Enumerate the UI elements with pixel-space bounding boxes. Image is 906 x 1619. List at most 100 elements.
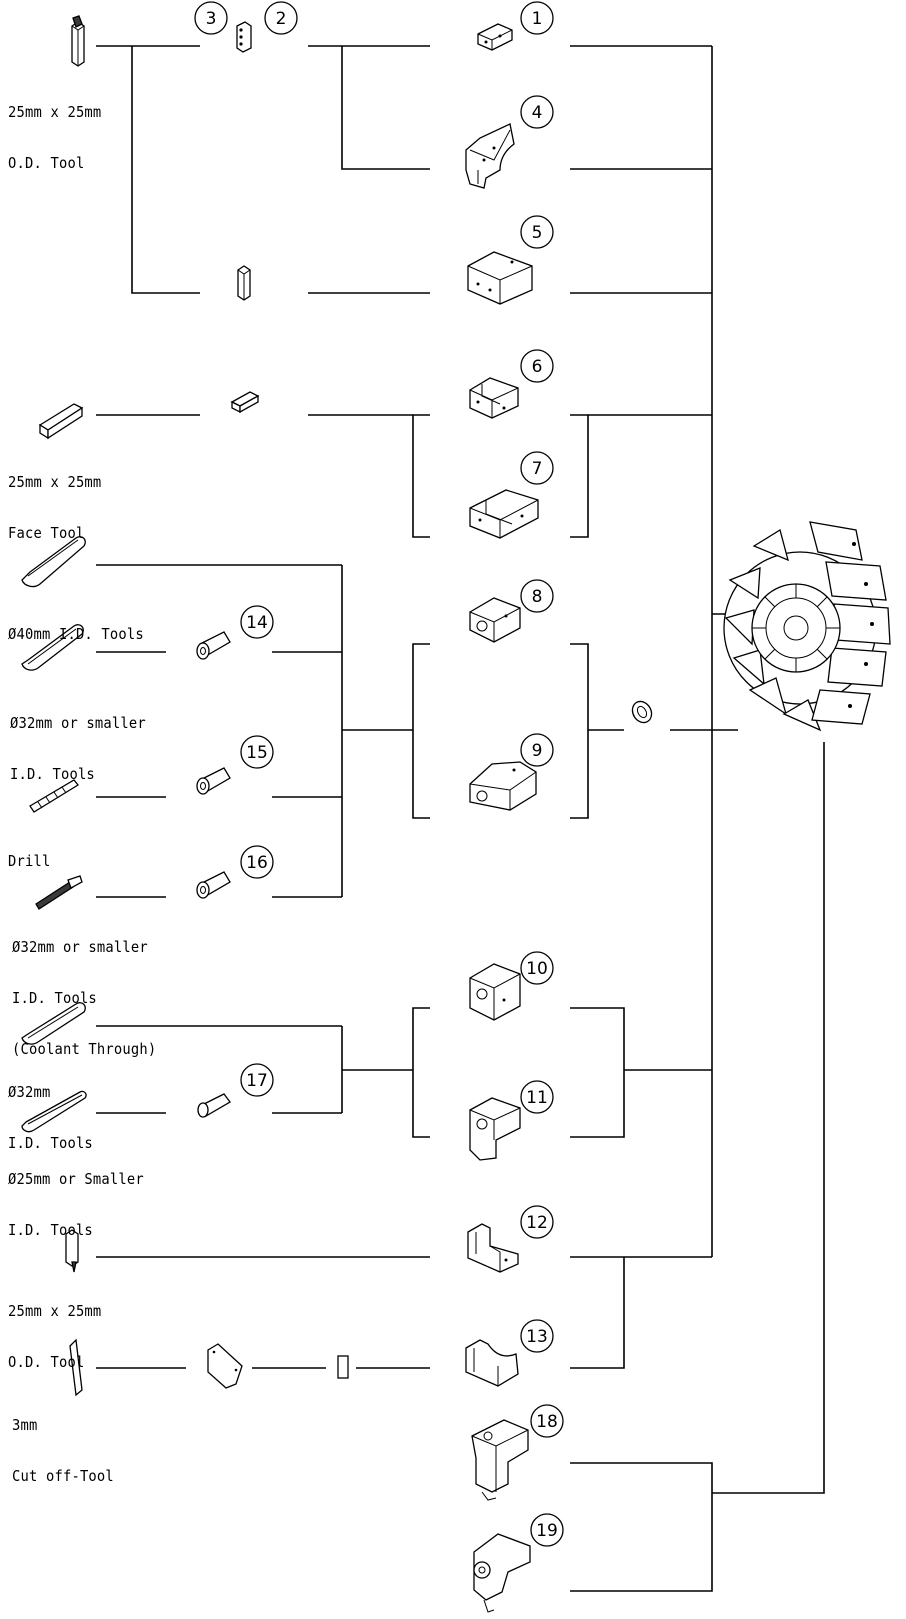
line-od-tool-down xyxy=(131,46,200,294)
part-bubble-circle xyxy=(520,733,554,767)
washer-icon xyxy=(631,700,653,724)
label-line: 25mm x 25mm xyxy=(8,1302,102,1320)
part-bubble-circle xyxy=(520,451,554,485)
part-bubble-circle xyxy=(240,735,274,769)
holder-7-icon xyxy=(469,489,539,539)
part-number-label: 11 xyxy=(526,1088,548,1108)
part-bubble-3: 3 xyxy=(194,1,228,35)
part-number-label: 18 xyxy=(536,1412,558,1432)
part-bubble-6: 6 xyxy=(520,349,554,383)
part-bubble-13: 13 xyxy=(520,1319,554,1353)
face-tool-icon xyxy=(38,403,84,440)
part-bubble-14: 14 xyxy=(240,605,274,639)
part-number-label: 7 xyxy=(532,459,543,479)
part-bubble-18: 18 xyxy=(530,1404,564,1438)
boring-bar-40-icon xyxy=(21,536,86,588)
part-number-label: 5 xyxy=(532,223,543,243)
live-tool-18-icon xyxy=(471,1419,529,1501)
drill-icon xyxy=(29,779,79,813)
label-id-40: Ø40mm I.D. Tools xyxy=(8,592,144,677)
cutoff-insert-icon xyxy=(337,1355,349,1379)
boring-bar-25-icon xyxy=(21,1090,87,1133)
label-od-tool-1: 25mm x 25mm O.D. Tool xyxy=(8,70,101,206)
turret-icon xyxy=(723,521,891,732)
label-face-tool: 25mm x 25mm Face Tool xyxy=(8,440,101,576)
part-number-label: 1 xyxy=(532,9,543,29)
label-line: I.D. Tools xyxy=(12,989,97,1007)
bracket-10-11-left xyxy=(412,1007,430,1138)
label-line: O.D. Tool xyxy=(8,154,85,172)
line-wedge-branch-4 xyxy=(341,46,430,170)
label-line: Cut off-Tool xyxy=(12,1467,114,1485)
od-tool2-icon xyxy=(65,1229,79,1273)
label-line: O.D. Tool xyxy=(8,1353,85,1371)
od-tool-icon xyxy=(71,15,85,67)
bracket-18-19 xyxy=(570,1462,713,1592)
bracket-12-13 xyxy=(570,1257,625,1369)
wedge-icon xyxy=(236,21,252,53)
label-id-32-a: Ø32mm or smaller I.D. Tools xyxy=(10,681,146,817)
part-bubble-circle xyxy=(240,605,274,639)
holder-6-icon xyxy=(469,377,519,419)
label-line: I.D. Tools xyxy=(8,1134,93,1152)
holder-8-icon xyxy=(469,597,521,643)
label-id-32-b: Ø32mm I.D. Tools xyxy=(8,1050,93,1186)
part-number-label: 10 xyxy=(526,959,548,979)
part-bubble-17: 17 xyxy=(240,1063,274,1097)
part-bubble-16: 16 xyxy=(240,845,274,879)
label-id-25: Ø25mm or Smaller I.D. Tools xyxy=(8,1137,144,1273)
holder-13-icon xyxy=(465,1339,519,1387)
part-bubble-circle xyxy=(520,579,554,613)
plate-icon xyxy=(207,1343,243,1389)
label-line: I.D. Tools xyxy=(10,765,95,783)
label-line: I.D. Tools xyxy=(8,1221,93,1239)
part-number-label: 2 xyxy=(276,9,287,29)
insert-face-icon xyxy=(230,391,260,414)
part-bubble-4: 4 xyxy=(520,95,554,129)
part-number-label: 14 xyxy=(246,613,268,633)
coolant-bar-icon xyxy=(35,875,83,910)
part-bubble-circle xyxy=(520,951,554,985)
part-bubble-circle xyxy=(520,1,554,35)
part-bubble-circle xyxy=(520,1080,554,1114)
part-bubble-circle xyxy=(240,1063,274,1097)
label-line: 3mm xyxy=(12,1416,38,1434)
bracket-10-11-right xyxy=(570,1007,625,1138)
part-bubble-7: 7 xyxy=(520,451,554,485)
holder-9-icon xyxy=(469,761,537,811)
holder-10-icon xyxy=(469,963,521,1021)
part-number-label: 15 xyxy=(246,743,268,763)
bracket-8-9-left xyxy=(412,643,430,819)
part-number-label: 19 xyxy=(536,1521,558,1541)
holder-4-icon xyxy=(465,123,515,189)
part-bubble-circle xyxy=(530,1404,564,1438)
line-live-tools-to-turret xyxy=(712,742,825,1494)
part-number-label: 13 xyxy=(526,1327,548,1347)
label-line: (Coolant Through) xyxy=(12,1040,157,1058)
part-number-label: 16 xyxy=(246,853,268,873)
part-bubble-circle xyxy=(530,1513,564,1547)
part-number-label: 3 xyxy=(206,9,217,29)
label-line: Ø32mm or smaller xyxy=(12,938,148,956)
sleeve-17-icon xyxy=(197,1093,231,1118)
part-bubble-circle xyxy=(520,215,554,249)
part-bubble-19: 19 xyxy=(530,1513,564,1547)
label-line: Face Tool xyxy=(8,524,85,542)
part-number-label: 12 xyxy=(526,1213,548,1233)
label-od-tool-2: 25mm x 25mm O.D. Tool xyxy=(8,1269,101,1405)
part-bubble-circle xyxy=(264,1,298,35)
part-bubble-5: 5 xyxy=(520,215,554,249)
part-bubble-circle xyxy=(520,349,554,383)
part-bubble-15: 15 xyxy=(240,735,274,769)
label-id-32-coolant: Ø32mm or smaller I.D. Tools (Coolant Thr… xyxy=(12,905,156,1092)
part-bubble-circle xyxy=(520,95,554,129)
connector-lines xyxy=(96,45,825,1592)
part-bubble-9: 9 xyxy=(520,733,554,767)
part-bubble-circle xyxy=(520,1319,554,1353)
sleeve-15-icon xyxy=(196,767,231,795)
part-bubble-circle xyxy=(240,845,274,879)
label-line: Drill xyxy=(8,852,51,870)
